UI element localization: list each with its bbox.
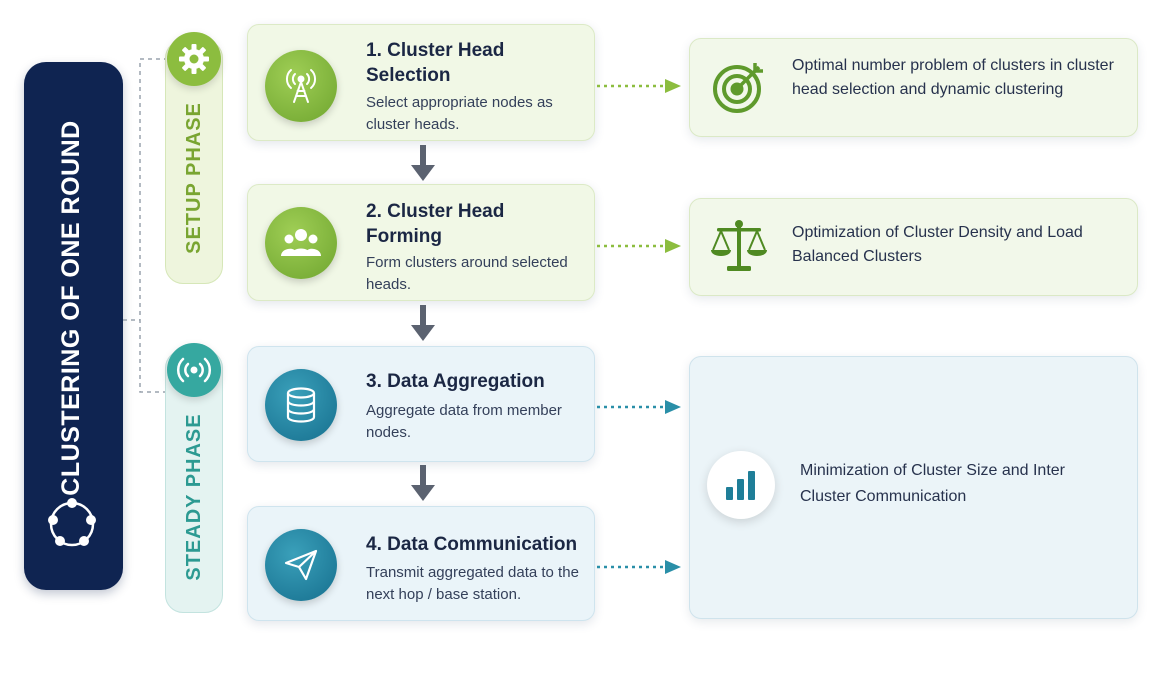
gear-icon bbox=[167, 32, 221, 86]
down-arrow-icon bbox=[411, 465, 435, 501]
outcome-2-text: Optimization of Cluster Density and Load… bbox=[792, 224, 1083, 265]
cycle-icon bbox=[48, 498, 96, 547]
connector-arrow bbox=[597, 400, 681, 414]
database-icon bbox=[265, 369, 337, 441]
connector-arrow bbox=[597, 560, 681, 574]
diagram-title: CLUSTERING OF ONE ROUND bbox=[57, 120, 85, 496]
outcome-card-optimal-clusters bbox=[689, 38, 1138, 137]
connector-arrow bbox=[597, 79, 681, 93]
step-3-title: 3. Data Aggregation bbox=[366, 371, 545, 392]
outcome-1-text: Optimal number problem of clusters in cl… bbox=[792, 57, 1114, 98]
down-arrow-icon bbox=[411, 145, 435, 181]
step-4-description: Transmit aggregated data to the next hop… bbox=[366, 564, 579, 603]
connector-arrow bbox=[597, 239, 681, 253]
group-icon bbox=[265, 207, 337, 279]
setup-phase-label: SETUP PHASE bbox=[183, 102, 205, 254]
step-1-description: Select appropriate nodes as cluster head… bbox=[366, 94, 553, 133]
target-icon bbox=[707, 55, 771, 119]
phase-bracket bbox=[123, 58, 168, 393]
antenna-tower-icon bbox=[265, 50, 337, 122]
step-4-title: 4. Data Communication bbox=[366, 534, 578, 555]
down-arrow-icon bbox=[411, 305, 435, 341]
bar-chart-icon bbox=[707, 451, 775, 519]
broadcast-icon bbox=[167, 343, 221, 397]
step-2-title: 2. Cluster Head Forming bbox=[366, 201, 505, 247]
step-1-title: 1. Cluster Head Selection bbox=[366, 40, 505, 86]
step-2-description: Form clusters around selected heads. bbox=[366, 254, 568, 293]
balance-scale-icon bbox=[707, 214, 771, 278]
steady-phase-label: STEADY PHASE bbox=[183, 413, 205, 581]
outcome-3-text: Minimization of Cluster Size and Inter C… bbox=[800, 462, 1065, 505]
paper-plane-icon bbox=[265, 529, 337, 601]
step-3-description: Aggregate data from member nodes. bbox=[366, 402, 562, 441]
